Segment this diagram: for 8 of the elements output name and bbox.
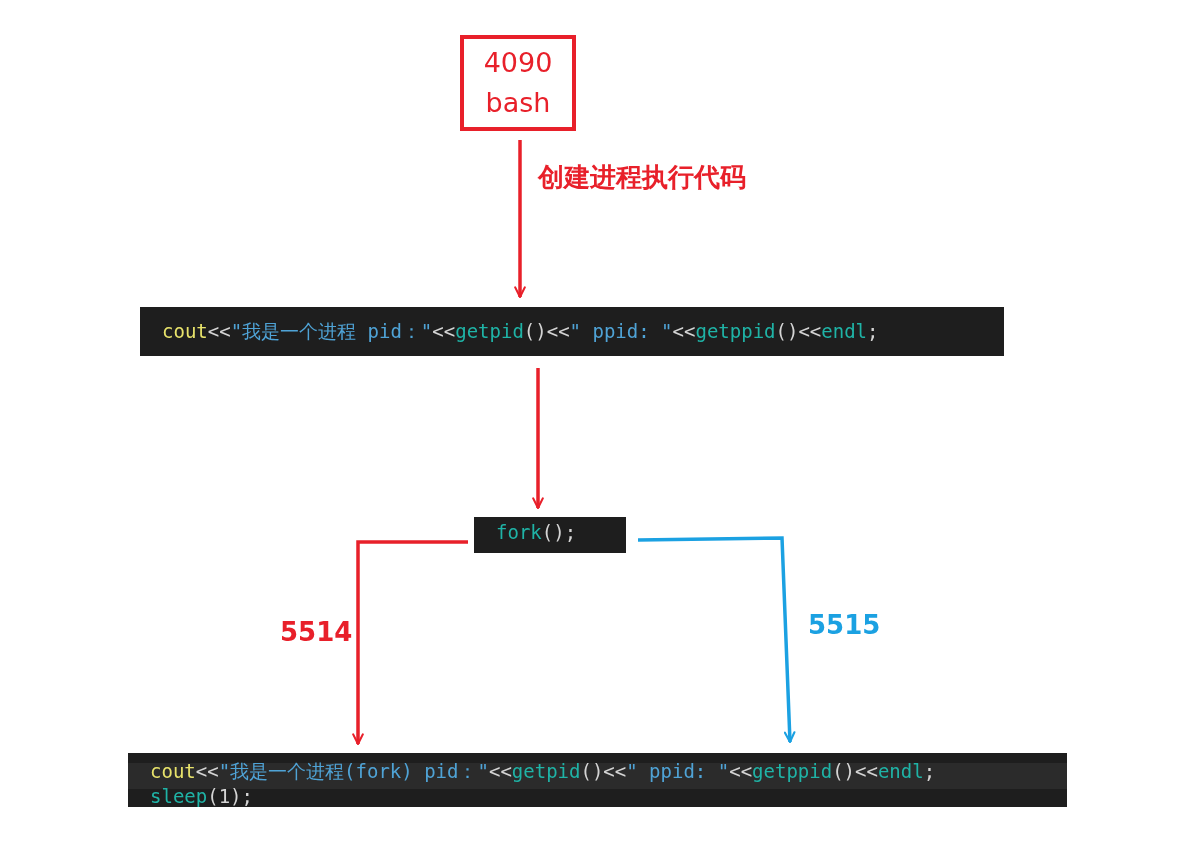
process-box: 4090 bash (460, 35, 576, 131)
code-block: fork(); (474, 517, 626, 553)
code-block: cout<<"我是一个进程 pid："<<getpid()<<" ppid: "<<getppid()<<endl; (140, 307, 1004, 356)
code-block: cout<<"我是一个进程(fork) pid："<<getpid()<<" ppid: "<<getppid()<<endl; sleep(1); (128, 753, 1067, 807)
arrow (532, 368, 544, 510)
arrow (637, 536, 796, 744)
arrow (352, 540, 468, 746)
arrow (514, 140, 526, 299)
